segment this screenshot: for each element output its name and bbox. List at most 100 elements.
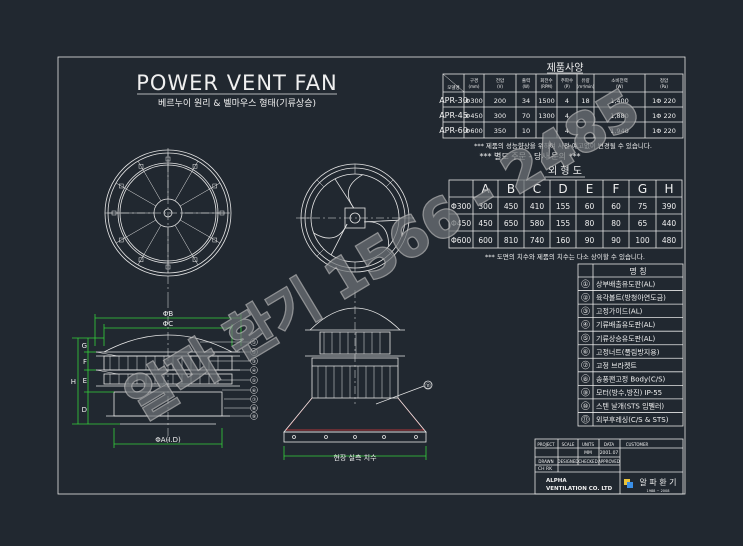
part-name: 기류배출유도판(AL) xyxy=(596,320,655,329)
outline-cell: 740 xyxy=(530,236,545,245)
spec-note-2: *** 별도 주문 - 당사 문의 *** xyxy=(479,151,580,161)
spec-cell: 70 xyxy=(522,112,530,120)
spec-cell: 350 xyxy=(494,127,506,135)
outline-header: H xyxy=(664,182,673,196)
outline-header: B xyxy=(507,182,515,196)
spec-model: APR-45 xyxy=(439,111,468,120)
spec-model: APR-30 xyxy=(439,96,468,105)
part-number: ② xyxy=(583,295,589,302)
leader-callout: ② xyxy=(252,350,256,356)
outline-cell: 100 xyxy=(635,236,650,245)
outline-size: Φ450 xyxy=(451,219,471,228)
dim-e-label: E xyxy=(83,377,87,385)
spec-cell: 1,940 xyxy=(610,127,629,135)
callout-11: ⑪ xyxy=(425,382,431,390)
tb-units-value: MM xyxy=(584,450,592,456)
spec-cell: 300 xyxy=(494,112,506,120)
spec-header-unit: (mm) xyxy=(469,84,480,89)
part-number: ④ xyxy=(583,322,588,329)
tb-label: APPROVED xyxy=(598,459,620,464)
part-number: ③ xyxy=(583,308,588,315)
tb-logo-sub: 1988 ~ 2008 xyxy=(647,489,670,493)
part-name: 송풍팬고정 Body(C/S) xyxy=(596,374,666,383)
leader-callout: ⑦ xyxy=(252,397,256,403)
outline-header: C xyxy=(533,182,541,196)
outline-cell: 300 xyxy=(478,202,493,211)
dim-a-label: ΦA(I.D) xyxy=(155,436,181,444)
tb-label: UNITS xyxy=(582,442,595,447)
tb-logo-text: 알 파 환 기 xyxy=(639,477,676,487)
outline-cell: 580 xyxy=(530,219,545,228)
outline-table-title: 외 형 도 xyxy=(548,165,582,177)
tb-label: PROJECT xyxy=(537,442,555,447)
outline-size: Φ600 xyxy=(451,236,471,245)
spec-header: 소비전력 xyxy=(611,77,628,84)
spec-cell: 1Φ 220 xyxy=(652,97,676,105)
part-number: ⑧ xyxy=(583,376,588,383)
tb-company-1: ALPHA xyxy=(546,478,567,484)
spec-cell: 18 xyxy=(581,97,589,105)
tb-label: DRAWN xyxy=(538,459,553,464)
outline-note: *** 도면의 치수와 제품의 치수는 다소 상이할 수 있습니다. xyxy=(485,252,645,261)
tb-label: DESIGNED xyxy=(557,459,578,464)
outline-cell: 410 xyxy=(530,202,545,211)
spec-cell: 34 xyxy=(522,97,530,105)
spec-header-unit: (Pa) xyxy=(660,84,668,89)
outline-cell: 440 xyxy=(662,219,677,228)
spec-header-unit: (W) xyxy=(616,84,624,89)
outline-cell: 450 xyxy=(478,219,493,228)
outline-cell: 650 xyxy=(504,219,519,228)
spec-table: 제품사양 모델명구경(mm)전압(V)출력(W)회전수(RPM)주파수(P)유량… xyxy=(439,62,684,161)
outline-cell: 65 xyxy=(638,219,648,228)
spec-header: 정압 xyxy=(660,77,668,84)
spec-cell: Φ450 xyxy=(465,112,483,120)
spec-cell: 4 xyxy=(565,112,569,120)
spec-cell: 4 xyxy=(565,127,569,135)
outline-cell: 60 xyxy=(611,202,621,211)
spec-header-unit: (m³/min) xyxy=(577,84,595,89)
dim-d-label: D xyxy=(82,406,87,414)
outline-header: E xyxy=(586,182,594,196)
outline-header: G xyxy=(638,182,647,196)
spec-cell: 1500 xyxy=(538,97,555,105)
spec-cell: Φ300 xyxy=(465,97,483,105)
part-number: ⑪ xyxy=(582,415,588,423)
spec-cell: 10 xyxy=(522,127,530,135)
leader-callout: ⑥ xyxy=(252,388,256,394)
spec-cell: 4 xyxy=(565,97,569,105)
spec-cell: 1,880 xyxy=(610,112,629,120)
dim-b-label: ΦB xyxy=(163,310,174,318)
tb-check: CH RK xyxy=(538,466,553,472)
dim-f-label: F xyxy=(83,358,87,366)
parts-title: 명 칭 xyxy=(629,266,646,276)
spec-header-unit: (V) xyxy=(497,84,503,89)
outline-header: A xyxy=(481,182,490,196)
spec-note-1: *** 제품의 성능향상을 위하여 사전 예고없이 변경될 수 있습니다. xyxy=(474,141,652,150)
part-name: 상부배출유도판(AL) xyxy=(596,280,655,289)
part-name: 고정가이드(AL) xyxy=(596,307,643,316)
part-number: ⑥ xyxy=(583,349,588,356)
outline-cell: 80 xyxy=(611,219,621,228)
tb-company-2: VENTILATION CO. LTD xyxy=(546,486,613,492)
outline-cell: 80 xyxy=(585,219,595,228)
drawing-frame xyxy=(57,56,686,495)
outline-cell: 480 xyxy=(662,236,677,245)
part-name: 육각볼트(방청아연도금) xyxy=(596,293,666,302)
spec-header-unit: (P) xyxy=(564,84,570,89)
spec-cell: 1Φ 220 xyxy=(652,112,676,120)
spec-header-unit: (RPM) xyxy=(541,84,553,89)
part-number: ⑤ xyxy=(583,335,588,342)
outline-cell: 60 xyxy=(585,202,595,211)
top-plan-view xyxy=(104,148,232,300)
fan-top-view xyxy=(296,163,414,273)
company-logo xyxy=(624,479,633,488)
roof-dimension-note: 현장 실측 치수 xyxy=(333,453,377,462)
roof-section-view: 현장 실측 치수 ⑪ xyxy=(283,290,433,462)
drawing-subtitle: 베르누이 원리 & 벨마우스 형태(기류상승) xyxy=(158,98,316,109)
drawing-title: POWER VENT FAN xyxy=(136,71,338,95)
spec-cell: 200 xyxy=(494,97,506,105)
